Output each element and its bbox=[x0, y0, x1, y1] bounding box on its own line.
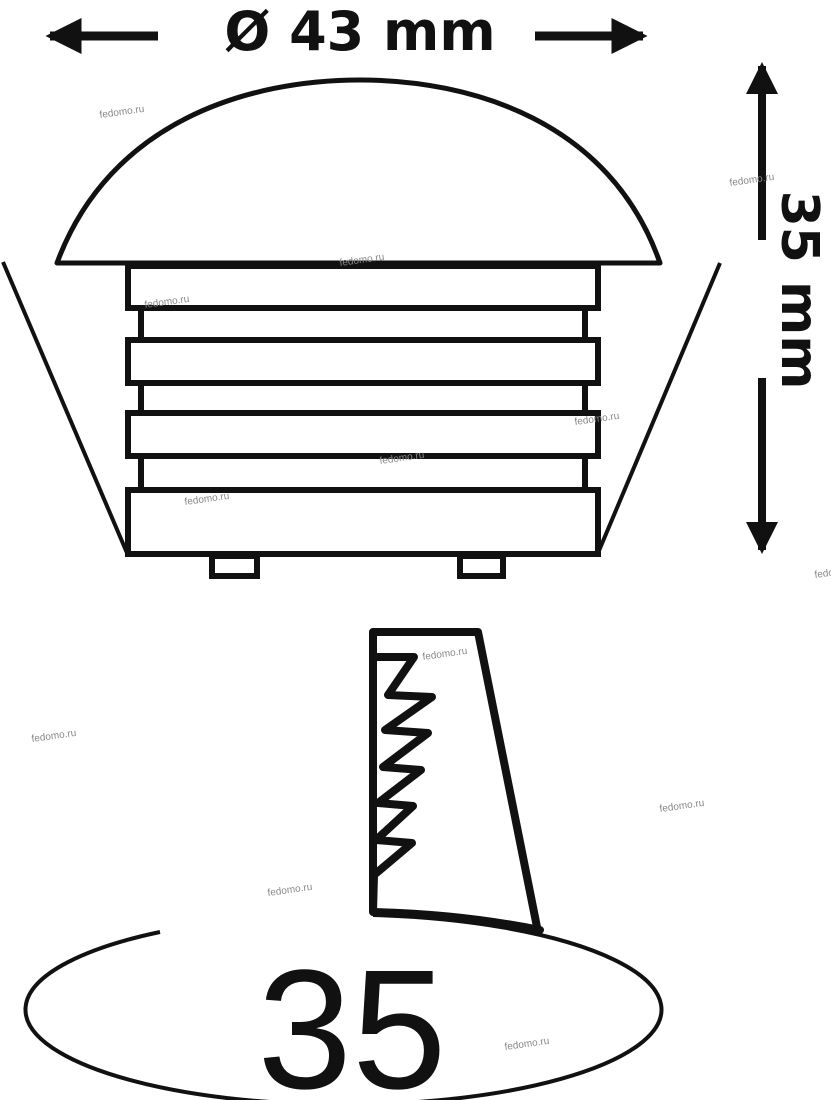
right-clip-line bbox=[596, 262, 722, 554]
height-label: 35 mm bbox=[769, 191, 829, 390]
watermark: fedomo.ru bbox=[422, 646, 468, 663]
spring-clip bbox=[369, 628, 544, 934]
watermark: fedomo.ru bbox=[659, 798, 705, 815]
watermark: fedomo.ru bbox=[504, 1036, 550, 1053]
cutout-ellipse bbox=[23, 913, 664, 1100]
watermark: fedomo.ru bbox=[729, 172, 775, 189]
watermark: fedomo.ru bbox=[99, 104, 145, 121]
dome-cap bbox=[54, 77, 663, 266]
watermark: fedomo.ru bbox=[31, 728, 77, 745]
body bbox=[125, 263, 601, 579]
cutout-label: 35 bbox=[257, 935, 446, 1100]
diameter-label: Ø 43 mm bbox=[224, 0, 495, 63]
watermark: fedomo.ru bbox=[267, 882, 313, 899]
left-clip-line bbox=[1, 261, 129, 554]
watermark: fedomo.ru bbox=[814, 564, 831, 581]
